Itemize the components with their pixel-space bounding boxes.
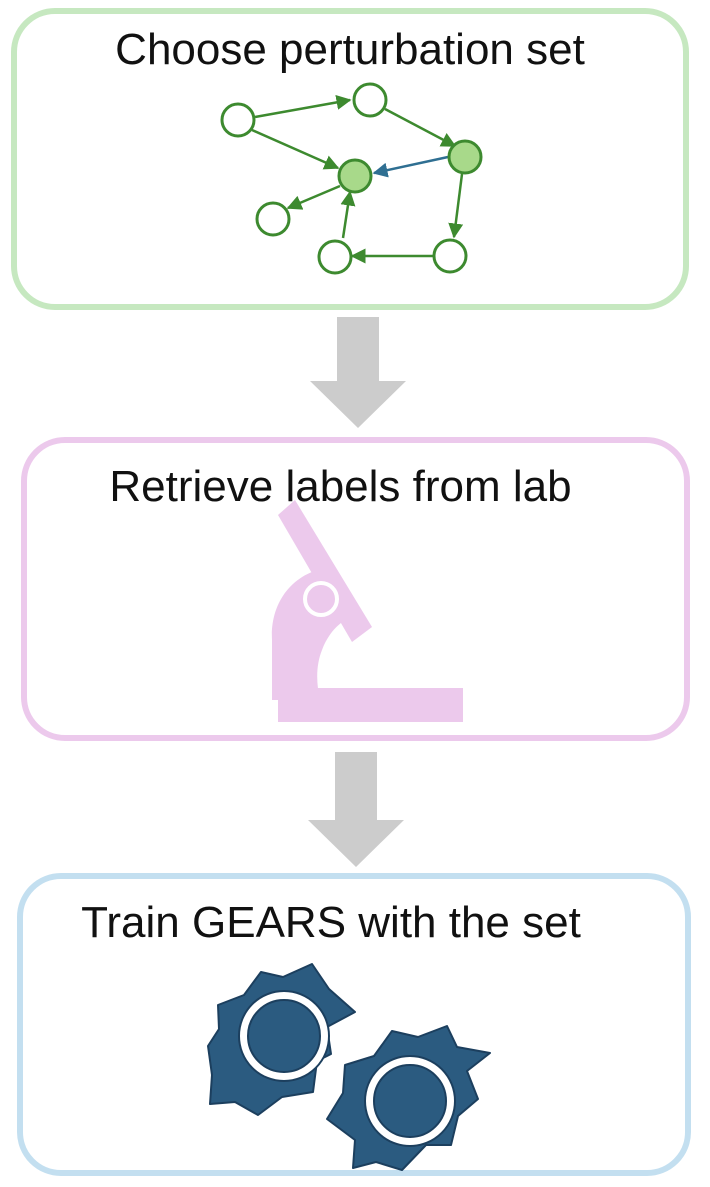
step-title: Choose perturbation set xyxy=(115,25,585,74)
network-graph-icon xyxy=(220,82,483,275)
step-title: Train GEARS with the set xyxy=(81,898,581,947)
gears-icon xyxy=(207,963,491,1171)
down-arrow xyxy=(308,752,404,867)
microscope-icon xyxy=(271,500,463,722)
down-arrow xyxy=(310,317,406,428)
step-title: Retrieve labels from lab xyxy=(109,462,572,511)
